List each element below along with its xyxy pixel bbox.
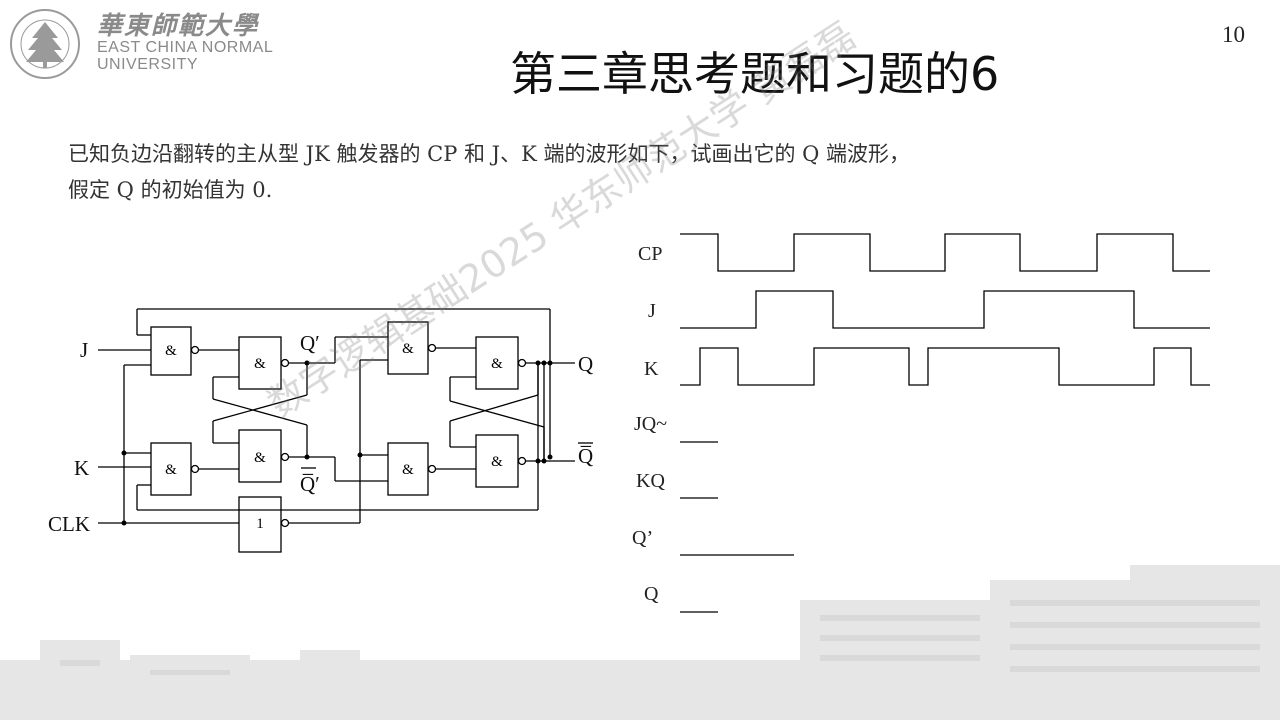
- gate-symbol: &: [254, 356, 266, 372]
- and-gate-slave-in-bottom: [387, 442, 429, 496]
- waveform-jq: JQ~: [634, 413, 718, 443]
- gate-symbol: &: [491, 356, 503, 372]
- question-line-1: 已知负边沿翻转的主从型 JK 触发器的 CP 和 J、K 端的波形如下，试画出它…: [68, 142, 911, 166]
- signal-label-cp: CP: [638, 243, 662, 265]
- gate-symbol: &: [402, 462, 414, 478]
- timing-waveforms: CP J K JQ~ KQ Q’ Q: [632, 233, 1210, 613]
- waveform-q: Q: [644, 583, 718, 613]
- page-number: 10: [1222, 22, 1245, 47]
- question-line-2: 假定 Q 的初始值为 0.: [68, 178, 273, 202]
- signal-label-q-prime: Q’: [632, 527, 653, 549]
- gate-symbol: &: [165, 343, 177, 359]
- gate-symbol: &: [254, 450, 266, 466]
- internal-label-q-prime: Q′: [300, 331, 320, 355]
- signal-label-q: Q: [644, 583, 659, 605]
- output-label-q: Q: [578, 352, 593, 376]
- input-label-k: K: [74, 456, 89, 480]
- logo-english-line1: EAST CHINA NORMAL: [97, 39, 274, 56]
- and-gate-k: [150, 442, 192, 496]
- gate-symbol: &: [491, 454, 503, 470]
- and-gate-master-bottom: [238, 429, 282, 483]
- slide-title: 第三章思考题和习题的6: [510, 47, 1000, 101]
- gate-symbol: &: [402, 341, 414, 357]
- signal-label-kq: KQ: [636, 470, 665, 492]
- gate-symbol: 1: [256, 516, 264, 532]
- logo-english-line2: UNIVERSITY: [97, 56, 199, 73]
- input-label-j: J: [80, 338, 88, 362]
- not-gate-clk: [238, 496, 282, 553]
- waveform-kq: KQ: [636, 470, 718, 499]
- jk-flip-flop-circuit: & & & & & & & & 1 J K CLK Q Q̅ Q′ Q̅′: [48, 308, 593, 553]
- waveform-q-prime: Q’: [632, 527, 794, 556]
- waveform-k: K: [644, 347, 1210, 386]
- signal-label-k: K: [644, 358, 659, 380]
- waveform-j: J: [648, 290, 1210, 329]
- gate-symbol: &: [165, 462, 177, 478]
- logo-chinese-name: 華東師範大學: [97, 11, 260, 40]
- and-gate-slave-top: [475, 336, 519, 390]
- internal-label-q-prime-bar: Q̅′: [300, 472, 320, 496]
- input-label-clk: CLK: [48, 512, 90, 536]
- signal-label-jq: JQ~: [634, 413, 667, 435]
- signal-label-j: J: [648, 300, 656, 322]
- waveform-cp: CP: [638, 233, 1210, 272]
- output-label-q-bar: Q̅: [578, 444, 593, 468]
- logo-emblem-icon: [10, 9, 80, 79]
